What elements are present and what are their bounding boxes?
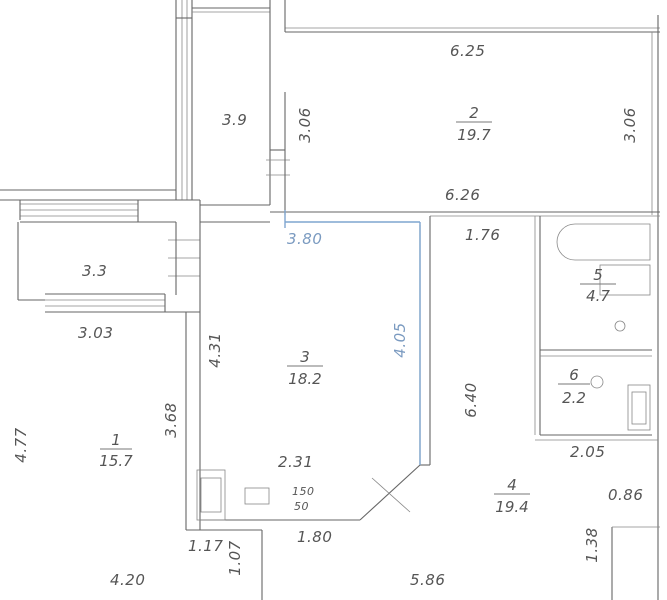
dim-room4-height: 6.40 <box>462 382 480 417</box>
room-6-area: 2.2 <box>562 389 586 407</box>
dimension-labels: 6.25 3.9 3.06 3.06 6.26 3.80 1.76 3.3 3.… <box>12 42 643 589</box>
room-4: 4 19.4 <box>494 476 530 516</box>
dim-stove-b: 50 <box>294 500 309 513</box>
room-3: 3 18.2 <box>287 348 323 388</box>
dim-kitchen-bottom-b: 1.17 <box>188 537 223 555</box>
room-1-number: 1 <box>111 431 121 449</box>
blue-overlay <box>284 210 421 465</box>
dim-room2-side: 3.9 <box>222 111 247 129</box>
dim-kitchen-bottom-a: 1.80 <box>297 528 332 546</box>
dim-room1-right: 3.68 <box>162 402 180 437</box>
room-5-area: 4.7 <box>586 287 610 305</box>
dim-top-width: 6.25 <box>450 42 485 60</box>
room-1: 1 15.7 <box>99 431 133 470</box>
room-1-area: 15.7 <box>99 452 133 470</box>
room-3-area: 18.2 <box>288 370 321 388</box>
dim-balcony-label: 3.80 <box>287 230 322 248</box>
room-6-number: 6 <box>569 366 579 384</box>
dim-stove-a: 150 <box>292 485 315 498</box>
room-2-area: 19.7 <box>457 126 491 144</box>
dim-room1-left: 4.77 <box>12 427 30 462</box>
dim-room2-height-left: 3.06 <box>296 107 314 142</box>
dim-room2-height-right: 3.06 <box>621 107 639 142</box>
dim-corridor-short: 1.76 <box>465 226 500 244</box>
room-2: 2 19.7 <box>456 104 492 144</box>
room-4-number: 4 <box>507 476 517 494</box>
room-3-number: 3 <box>300 348 310 366</box>
dim-small-h1: 1.07 <box>226 540 244 575</box>
dim-room3-right: 4.05 <box>391 322 409 357</box>
dim-room3-bottom: 2.31 <box>278 453 313 471</box>
dim-bottom-left: 4.20 <box>110 571 145 589</box>
room-5-number: 5 <box>593 266 603 284</box>
room-4-area: 19.4 <box>495 498 528 516</box>
dim-balcony-outer: 3.3 <box>82 262 107 280</box>
dim-bath-width: 2.05 <box>570 443 605 461</box>
room-2-number: 2 <box>469 104 479 122</box>
room-5: 5 4.7 <box>580 266 616 305</box>
room-6: 6 2.2 <box>558 366 590 407</box>
dim-small-width: 0.86 <box>608 486 643 504</box>
dim-room3-left: 4.31 <box>206 332 224 367</box>
dim-bottom-right: 5.86 <box>410 571 445 589</box>
dim-room2-bottom: 6.26 <box>445 186 480 204</box>
dim-small-h2: 1.38 <box>583 527 601 562</box>
dim-balcony-inner: 3.03 <box>78 324 113 342</box>
